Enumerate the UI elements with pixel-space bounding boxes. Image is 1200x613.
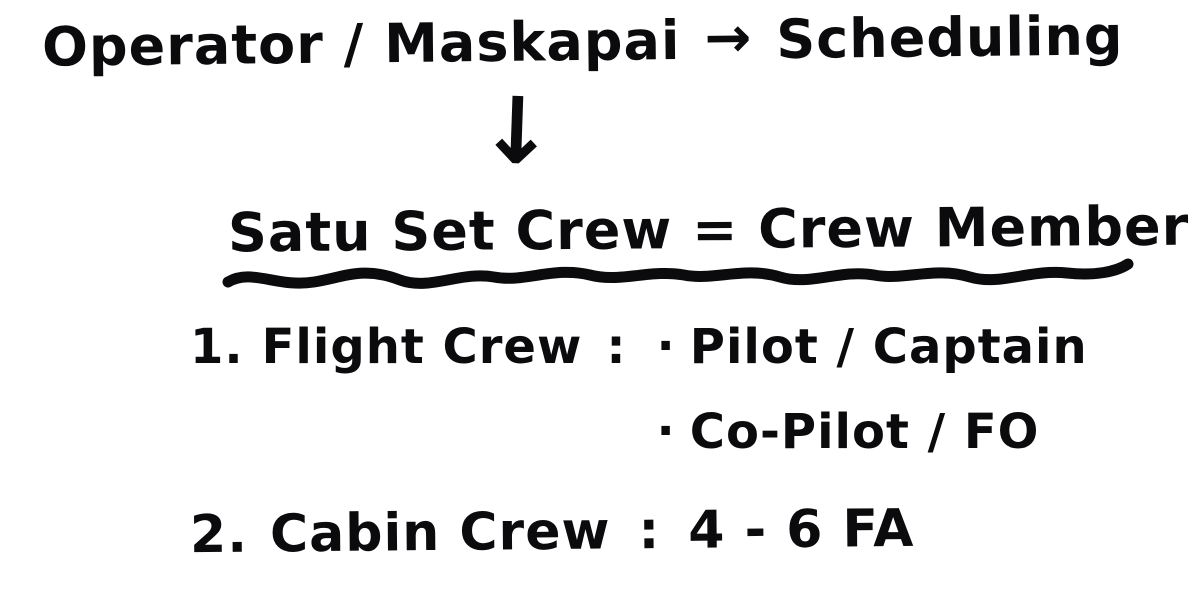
list-item-flight-crew: 1. Flight Crew : · Pilot / Captain · Co-… <box>190 318 1088 461</box>
list-item: · Pilot / Captain <box>656 318 1088 375</box>
bullet-text: Pilot / Captain <box>689 319 1088 375</box>
wavy-underline <box>222 258 1138 298</box>
item-number: 1. <box>190 319 244 375</box>
list-item-cabin-crew: 2. Cabin Crew : 4 - 6 FA <box>190 499 915 565</box>
bullet-dot-icon: · <box>656 318 676 374</box>
right-arrow-icon: → <box>704 4 753 71</box>
item-label: Flight Crew <box>261 319 583 375</box>
item-value: 4 - 6 FA <box>688 498 915 561</box>
item-separator: : <box>606 319 627 375</box>
item-number: 2. <box>189 504 249 566</box>
header-left-text: Operator / Maskapai <box>41 8 681 79</box>
bullet-dot-icon: · <box>656 403 676 460</box>
item-separator: : <box>638 501 661 562</box>
header-right-text: Scheduling <box>775 4 1124 71</box>
definition-text: Satu Set Crew = Crew Member <box>227 194 1190 265</box>
flight-crew-bullets: · Pilot / Captain · Co-Pilot / FO <box>656 318 1088 461</box>
down-arrow-icon: ↓ <box>476 76 558 187</box>
item-label: Cabin Crew <box>269 501 611 565</box>
header-line: Operator / Maskapai → Scheduling <box>42 4 1124 78</box>
bullet-text: Co-Pilot / FO <box>689 404 1040 461</box>
list-item: · Co-Pilot / FO <box>656 403 1088 461</box>
